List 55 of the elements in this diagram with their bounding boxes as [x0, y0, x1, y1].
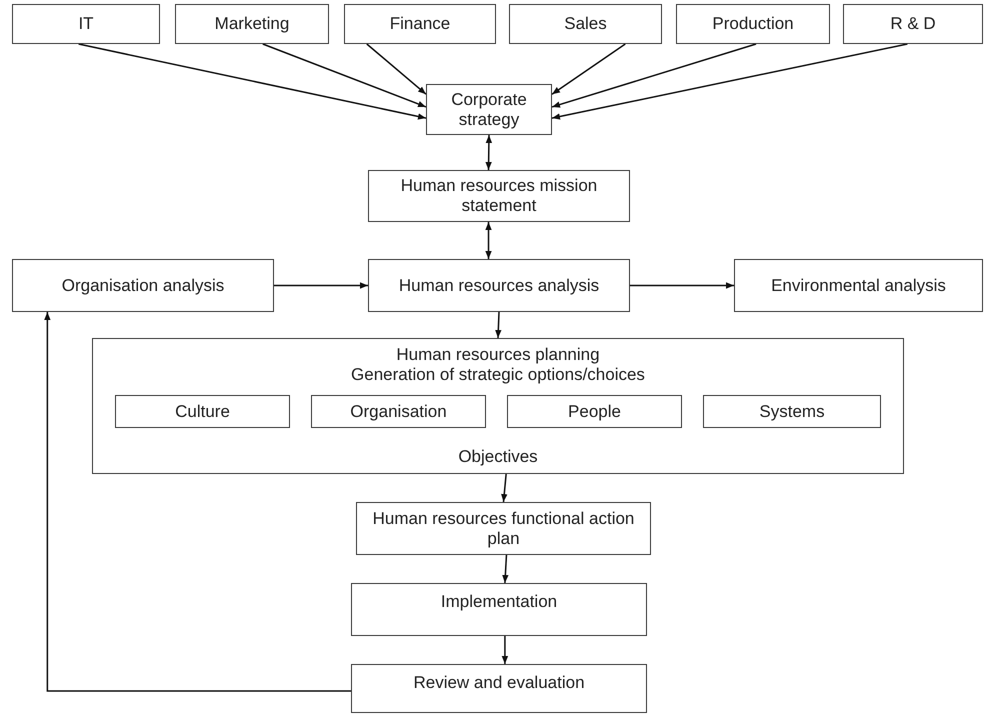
arrow — [501, 474, 508, 502]
process-box — [12, 4, 160, 44]
arrow — [495, 312, 502, 338]
box-label: Human resources mission statement — [400, 176, 598, 216]
box-label: IT — [78, 14, 94, 34]
process-box — [356, 502, 651, 555]
box-label: Culture — [175, 402, 230, 422]
box-label: R & D — [890, 14, 936, 34]
arrow — [552, 43, 908, 120]
box-label: Organisation — [350, 402, 447, 422]
process-box — [734, 259, 983, 312]
box-label: Human resources functional action plan — [372, 508, 636, 548]
box-label: Corporate strategy — [450, 90, 528, 130]
process-box — [703, 395, 881, 428]
box-label: Review and evaluation — [413, 673, 585, 693]
arrow — [485, 134, 492, 170]
box-label: Generation of strategic options/choices — [350, 365, 646, 385]
box-label: People — [568, 402, 621, 422]
box-label: Implementation — [440, 592, 558, 612]
box-label: Human resources analysis — [398, 276, 600, 296]
arrow — [552, 43, 626, 95]
group-box — [92, 338, 904, 474]
arrow — [78, 43, 426, 120]
process-box — [351, 583, 647, 636]
process-box — [507, 395, 682, 428]
arrow — [44, 312, 351, 692]
box-label: Systems — [759, 402, 825, 422]
process-box — [175, 4, 329, 44]
box-label: Sales — [564, 14, 607, 34]
arrow — [630, 282, 734, 289]
process-box — [843, 4, 983, 44]
box-label: Finance — [390, 14, 450, 34]
arrow — [366, 43, 426, 95]
arrow — [502, 554, 509, 584]
arrow — [485, 222, 492, 259]
box-label: Human resources planning — [395, 345, 601, 365]
process-box — [351, 664, 647, 713]
box-label: Marketing — [214, 14, 290, 34]
process-box — [311, 395, 486, 428]
box-label: Objectives — [457, 447, 539, 467]
arrow — [502, 636, 508, 664]
box-label: Production — [712, 14, 794, 34]
process-box — [12, 259, 274, 312]
box-label: Environmental analysis — [771, 276, 946, 296]
process-box — [368, 259, 630, 312]
process-box — [344, 4, 496, 44]
arrow — [552, 43, 756, 108]
process-box — [368, 170, 630, 222]
process-box — [509, 4, 662, 44]
process-box — [115, 395, 290, 428]
box-label: Organisation analysis — [62, 276, 224, 296]
process-box — [676, 4, 830, 44]
arrow — [274, 282, 368, 289]
arrow — [262, 43, 426, 108]
process-box — [426, 84, 552, 135]
